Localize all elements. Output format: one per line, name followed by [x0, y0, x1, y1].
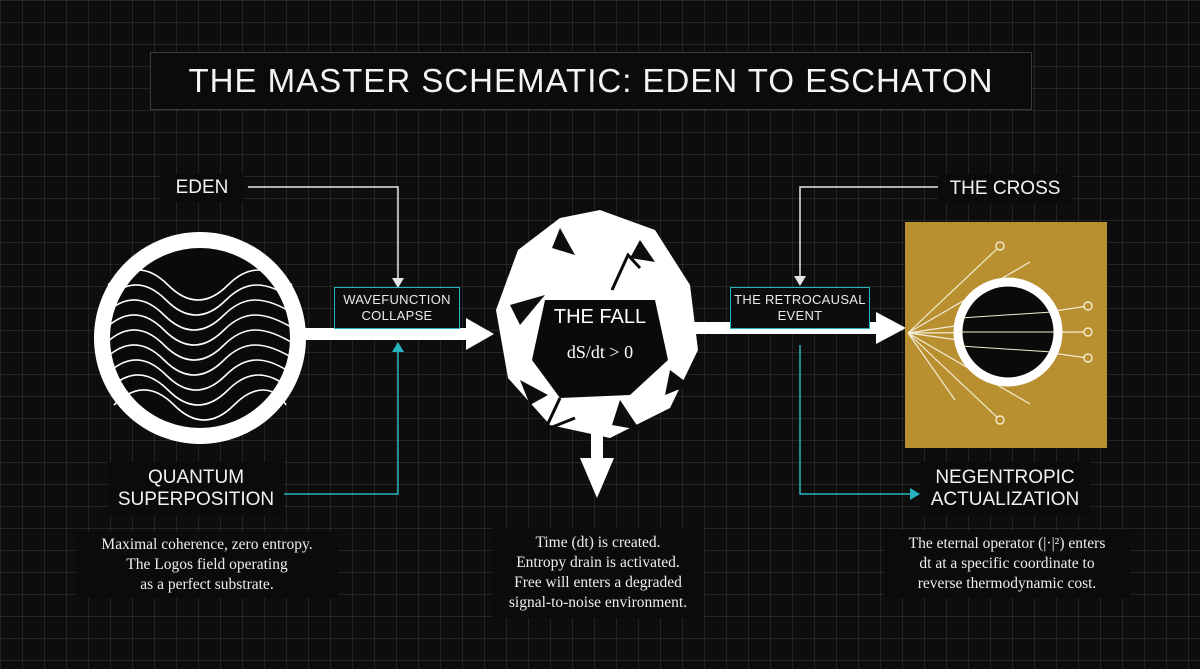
- superposition-to-collapse-connector: [278, 350, 399, 495]
- eden-label: EDEN: [160, 174, 244, 202]
- fall-label: THE FALL: [553, 306, 647, 328]
- superposition-line-2: SUPERPOSITION: [117, 489, 275, 510]
- fall-down-arrow-head: [580, 458, 614, 498]
- retro-line-2: EVENT: [777, 308, 823, 323]
- eden-connector-arrowhead: [392, 278, 404, 288]
- cross-desc-line-3: reverse thermodynamic cost.: [917, 574, 1097, 592]
- wave-lines: [103, 269, 297, 421]
- negentropic-label: NEGENTROPIC ACTUALIZATION: [920, 462, 1090, 516]
- eden-circle: [94, 232, 306, 444]
- collapse-line-1: WAVEFUNCTION: [343, 291, 451, 307]
- main-arrow-1-head: [466, 318, 494, 350]
- ray-nodes: [995, 241, 1093, 425]
- cross-desc-line-1: The eternal operator (|·|²) enters: [908, 535, 1106, 553]
- main-arrow-2-head: [876, 312, 906, 344]
- fall-desc-line-4: signal-to-noise environment.: [508, 593, 688, 611]
- wavefunction-collapse-tag: WAVEFUNCTION COLLAPSE: [334, 287, 460, 329]
- fall-desc-line-2: Entropy drain is activated.: [516, 554, 680, 572]
- eden-desc-line-1: Maximal coherence, zero entropy.: [101, 536, 313, 554]
- negentropic-line-1: NEGENTROPIC: [935, 467, 1075, 489]
- fall-formula: dS/dt > 0: [566, 342, 634, 362]
- fall-desc-line-3: Free will enters a degraded: [514, 574, 682, 591]
- diagram-title: THE MASTER SCHEMATIC: EDEN TO ESCHATON: [150, 52, 1032, 110]
- fall-shattered-shape: [496, 210, 698, 438]
- cross-to-retro-connector: [799, 186, 940, 278]
- eden-description: Maximal coherence, zero entropy. The Log…: [76, 532, 338, 598]
- negentropic-connector-arrowhead: [910, 488, 920, 500]
- retrocausal-event-tag: THE RETROCAUSAL EVENT: [730, 287, 870, 329]
- retro-line-1: THE RETROCAUSAL: [734, 291, 866, 307]
- eden-desc-line-3: as a perfect substrate.: [140, 575, 274, 593]
- eden-desc-line-2: The Logos field operating: [126, 556, 288, 574]
- superposition-label: QUANTUM SUPERPOSITION: [108, 462, 284, 516]
- main-arrow-1-shaft: [300, 328, 470, 340]
- superposition-connector-arrowhead: [392, 342, 404, 352]
- negentropic-line-2: ACTUALIZATION: [930, 489, 1080, 510]
- cross-label: THE CROSS: [938, 174, 1072, 204]
- eden-to-collapse-connector: [248, 186, 399, 280]
- cross-panel: [905, 222, 1107, 448]
- fall-desc-line-1: Time (dt) is created.: [535, 534, 661, 552]
- retro-to-negentropic-connector: [799, 345, 912, 495]
- ring-inner-rays: [958, 311, 1055, 353]
- cross-desc-line-2: dt at a specific coordinate to: [919, 555, 1095, 573]
- superposition-line-1: QUANTUM: [147, 467, 245, 489]
- fall-description: Time (dt) is created. Entropy drain is a…: [492, 528, 704, 618]
- cross-description: The eternal operator (|·|²) enters dt at…: [884, 530, 1130, 598]
- cross-connector-arrowhead: [794, 276, 806, 286]
- collapse-line-2: COLLAPSE: [361, 308, 433, 323]
